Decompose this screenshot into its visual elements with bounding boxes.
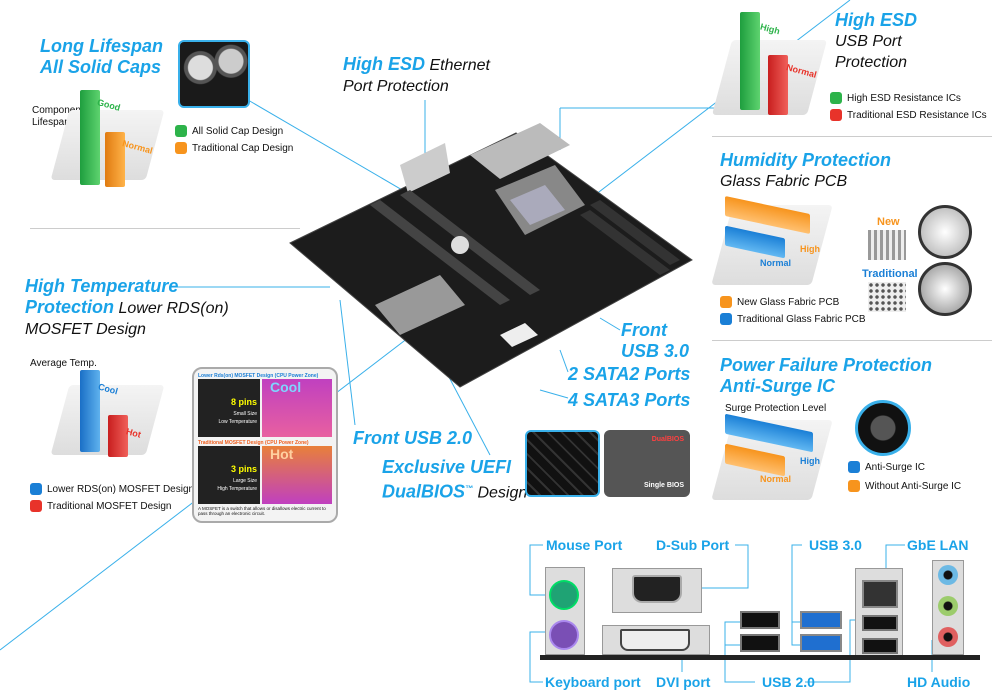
legend-item: Traditional MOSFET Design (30, 500, 172, 512)
front-usb2-label: Front USB 2.0 (353, 428, 473, 448)
cool-bar (80, 370, 100, 452)
divider (712, 136, 992, 137)
traditional-label: Traditional (862, 268, 918, 280)
keyboard-port-label: Keyboard port (545, 674, 641, 690)
surge-ylabel: Surge Protection Level (725, 403, 827, 414)
legend-item: New Glass Fabric PCB (720, 296, 839, 308)
motherboard-image (289, 123, 693, 388)
dvi-port-label: DVI port (656, 674, 711, 690)
good-bar (80, 90, 100, 185)
dsub-port-label: D-Sub Port (656, 537, 730, 553)
legend-item: Lower RDS(on) MOSFET Design (30, 483, 194, 495)
sata3-label: 4 SATA3 Ports (568, 390, 691, 410)
usb3-port[interactable] (800, 611, 842, 629)
legend-item: All Solid Cap Design (175, 125, 283, 137)
legend-item: Without Anti-Surge IC (848, 480, 961, 492)
high-bar (740, 12, 760, 110)
mic-jack[interactable] (938, 627, 958, 647)
new-fabric-image (868, 230, 906, 260)
hot-bar (108, 415, 128, 457)
ethernet-esd-title: High ESD Ethernet Port Protection (343, 54, 490, 95)
normal-bar (105, 132, 125, 187)
mouse-port[interactable] (549, 580, 579, 610)
dvi-port[interactable] (620, 629, 690, 651)
mosfet-title: High Temperature Protection Lower RDS(on… (25, 276, 229, 338)
mouse-port-label: Mouse Port (546, 537, 623, 553)
usb2-port[interactable] (862, 638, 898, 654)
lan-label: GbE LAN (907, 537, 969, 553)
legend-item: Traditional ESD Resistance ICs (830, 109, 987, 121)
lan-port[interactable] (862, 580, 898, 608)
hd-audio-label: HD Audio (907, 674, 971, 690)
board-edge (540, 655, 980, 660)
dsub-port[interactable] (632, 575, 682, 603)
mosfet-ylabel: Average Temp. (30, 358, 97, 369)
bios-chip-photo (525, 430, 600, 497)
traditional-fabric-zoom (918, 262, 972, 316)
high-bar-label: High (800, 244, 820, 254)
new-fabric-zoom (918, 205, 972, 259)
usb2-port[interactable] (740, 611, 780, 629)
normal-bar-label: Normal (760, 258, 792, 268)
usb2-port[interactable] (740, 634, 780, 652)
line-in-jack[interactable] (938, 565, 958, 585)
divider (30, 228, 300, 229)
usb3-label: USB 3.0 (809, 537, 862, 553)
traditional-fabric-image (868, 282, 906, 312)
normal-bar-label: Normal (760, 474, 792, 484)
usb2-port[interactable] (862, 615, 898, 631)
anti-surge-ic-image (855, 400, 911, 456)
usb2-label: USB 2.0 (762, 674, 815, 690)
line-out-jack[interactable] (938, 596, 958, 616)
legend-item: Traditional Cap Design (175, 142, 293, 154)
usb3-port[interactable] (800, 634, 842, 652)
mosfet-thermal-image: Lower Rds(on) MOSFET Design (CPU Power Z… (192, 367, 338, 523)
legend-item: High ESD Resistance ICs (830, 92, 961, 104)
solid-caps-photo (178, 40, 250, 108)
legend-item: Anti-Surge IC (848, 461, 925, 473)
new-label: New (877, 216, 900, 228)
sata2-label: 2 SATA2 Ports (568, 364, 691, 384)
divider (712, 340, 992, 341)
dualbios-title: Exclusive UEFI DualBIOS™ Design (382, 457, 528, 502)
normal-bar (768, 55, 788, 115)
high-bar-label: High (800, 456, 820, 466)
legend-item: Traditional Glass Fabric PCB (720, 313, 866, 325)
keyboard-port[interactable] (549, 620, 579, 650)
dualbios-image: DualBIOS Single BIOS (604, 430, 690, 497)
